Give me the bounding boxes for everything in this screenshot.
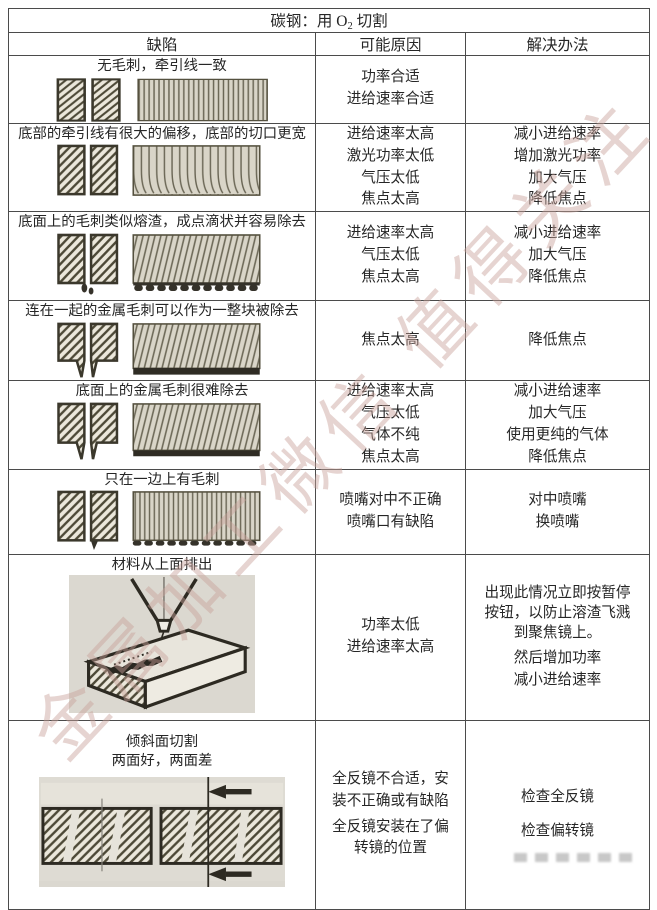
- table-row: 倾斜面切割 两面好，两面差 全反镜不合适: [8, 719, 650, 910]
- cause-line: 喷嘴口有缺陷: [346, 513, 435, 530]
- cause-cell: 功率合适 进给速率合适: [315, 55, 466, 124]
- cause-cell: 功率太低 进给速率太高: [315, 553, 466, 721]
- cause-cell: 全反镜不合适，安装不正确或有缺陷 全反镜安装在了偏转镜的位置: [315, 719, 466, 910]
- defect-cell: 底面上的金属毛刺很难除去: [8, 380, 316, 470]
- defect-cell: 只在一边上有毛刺: [8, 468, 316, 555]
- solution-line: 加大气压: [528, 404, 587, 421]
- table-title: 碳钢：用 O2 切割: [8, 8, 650, 33]
- cut-edge-figure-hard-burr: [57, 402, 261, 460]
- cause-cell: 进给速率太高 气压太低 焦点太高: [315, 211, 466, 302]
- cause-cell: 焦点太高: [315, 300, 466, 381]
- table-row: 碳钢：用 O2 切割: [8, 8, 650, 33]
- cause-line: 气体不纯: [361, 426, 420, 443]
- cut-edge-figure-slag-drops: [57, 233, 261, 295]
- cut-edge-figure-joined-burr: [57, 322, 261, 378]
- table-row: 底面上的毛刺类似熔渣，成点滴状并容易除去 进给速率太高 气压太低 焦点太高 减小…: [8, 211, 650, 302]
- solution-line: 减小进给速率: [513, 225, 602, 242]
- table-row: 底部的牵引线有很大的偏移，底部的切口更宽 进给速率太高 激光功率太低 气压太低 …: [8, 122, 650, 213]
- cut-edge-figure-no-burr: [56, 78, 268, 122]
- cut-edge-figure-one-side-burr: [57, 490, 261, 551]
- cause-line: 焦点太高: [361, 448, 420, 465]
- table-title-prefix: 碳钢：用 O: [270, 13, 348, 30]
- defect-cell: 无毛刺，牵引线一致: [8, 55, 316, 124]
- solution-line: 降低焦点: [528, 448, 587, 465]
- bevel-cut-figure: [39, 777, 285, 887]
- table-row: 只在一边上有毛刺 喷嘴对中不正确 喷嘴口有缺陷 对中喷嘴 换喷嘴: [8, 468, 650, 555]
- table-header-row: 缺陷 可能原因 解决办法: [8, 32, 650, 56]
- solution-line: 出现此情况立即按暂停按钮，以防止溶渣飞溅到聚焦镜上。: [484, 584, 631, 642]
- cause-line: 气压太低: [361, 404, 420, 421]
- solution-line: 降低焦点: [528, 331, 587, 348]
- solution-cell: 减小进给速率 加大气压 降低焦点: [465, 211, 650, 302]
- defect-caption: 两面好，两面差: [111, 753, 213, 770]
- header-defect: 缺陷: [8, 32, 316, 56]
- cutoff-artifact: [514, 853, 632, 862]
- cause-cell: 喷嘴对中不正确 喷嘴口有缺陷: [315, 468, 466, 555]
- defect-cell: 底面上的毛刺类似熔渣，成点滴状并容易除去: [8, 211, 316, 302]
- solution-line: 降低焦点: [528, 269, 587, 286]
- cause-line: 喷嘴对中不正确: [339, 491, 442, 508]
- solution-line: 换喷嘴: [535, 513, 580, 530]
- defect-cell: 材料从上面排出: [8, 553, 316, 721]
- solution-line: 减小进给速率: [513, 125, 602, 142]
- defect-cell: 连在一起的金属毛刺可以作为一整块被除去: [8, 300, 316, 381]
- defect-caption: 底面上的毛刺类似熔渣，成点滴状并容易除去: [18, 214, 306, 231]
- table-title-subscript: 2: [347, 21, 353, 32]
- solution-line: 使用更纯的气体: [506, 426, 609, 443]
- cause-line: 全反镜安装在了偏转镜的位置: [332, 818, 449, 857]
- cause-line: 功率合适: [361, 69, 420, 86]
- defect-cell: 倾斜面切割 两面好，两面差: [8, 719, 316, 910]
- solution-line: 减小进给速率: [513, 383, 602, 399]
- table-row: 材料从上面排出 功率太低 进给速率太高 出现此情况立即按暂停按钮，以防止溶渣飞溅…: [8, 553, 650, 721]
- cause-line: 进给速率太高: [346, 125, 435, 142]
- defect-caption: 连在一起的金属毛刺可以作为一整块被除去: [25, 303, 299, 320]
- defect-caption: 只在一边上有毛刺: [104, 471, 220, 488]
- solution-line: 增加激光功率: [513, 147, 602, 164]
- cause-line: 气压太低: [361, 169, 420, 186]
- solution-line: 对中喷嘴: [528, 491, 587, 508]
- cause-line: 全反镜不合适，安装不正确或有缺陷: [332, 770, 449, 809]
- defect-caption: 底部的牵引线有很大的偏移，底部的切口更宽: [18, 125, 306, 142]
- material-ejection-figure: [69, 575, 255, 714]
- solution-cell: 出现此情况立即按暂停按钮，以防止溶渣飞溅到聚焦镜上。 然后增加功率 减小进给速率: [465, 553, 650, 721]
- cause-cell: 进给速率太高 气压太低 气体不纯 焦点太高: [315, 380, 466, 470]
- defect-caption: 无毛刺，牵引线一致: [97, 58, 227, 74]
- solution-line: 降低焦点: [528, 191, 587, 208]
- cause-line: 激光功率太低: [346, 147, 435, 164]
- cause-line: 功率太低: [361, 617, 420, 634]
- solution-cell: 检查全反镜 检查偏转镜: [465, 719, 650, 910]
- solution-cell: 减小进给速率 增加激光功率 加大气压 降低焦点: [465, 122, 650, 213]
- header-solution: 解决办法: [465, 32, 650, 56]
- table-row: 连在一起的金属毛刺可以作为一整块被除去 焦点太高 降低焦点: [8, 300, 650, 381]
- defect-table: 碳钢：用 O2 切割 缺陷 可能原因 解决办法 无毛刺，牵引线一致 功率合适 进…: [8, 8, 650, 910]
- table-title-suffix: 切割: [352, 13, 388, 30]
- defect-cell: 底部的牵引线有很大的偏移，底部的切口更宽: [8, 122, 316, 213]
- cause-line: 进给速率太高: [346, 225, 435, 242]
- solution-cell: 减小进给速率 加大气压 使用更纯的气体 降低焦点: [465, 380, 650, 470]
- cause-line: 进给速率太高: [346, 383, 435, 399]
- cause-line: 气压太低: [361, 247, 420, 264]
- table-row: 底面上的金属毛刺很难除去 进给速率太高 气压太低 气体不纯 焦点太高 减小进给速…: [8, 380, 650, 470]
- defect-caption: 倾斜面切割: [126, 733, 198, 750]
- cause-cell: 进给速率太高 激光功率太低 气压太低 焦点太高: [315, 122, 466, 213]
- solution-line: 加大气压: [528, 247, 587, 264]
- cause-line: 进给速率太高: [346, 639, 435, 656]
- solution-cell: [465, 55, 650, 124]
- table-row: 无毛刺，牵引线一致 功率合适 进给速率合适: [8, 55, 650, 124]
- solution-line: 检查全反镜: [521, 788, 594, 805]
- solution-cell: 降低焦点: [465, 300, 650, 381]
- solution-line: 减小进给速率: [513, 671, 602, 688]
- solution-line: 加大气压: [528, 169, 587, 186]
- cut-edge-figure-drag-lines: [57, 145, 261, 197]
- cause-line: 焦点太高: [361, 191, 420, 208]
- solution-cell: 对中喷嘴 换喷嘴: [465, 468, 650, 555]
- defect-caption: 材料从上面排出: [111, 556, 213, 573]
- cause-line: 焦点太高: [361, 331, 420, 348]
- solution-line: 然后增加功率: [513, 649, 602, 666]
- header-cause: 可能原因: [315, 32, 466, 56]
- cause-line: 焦点太高: [361, 269, 420, 286]
- solution-line: 检查偏转镜: [521, 822, 594, 839]
- cause-line: 进给速率合适: [346, 91, 435, 108]
- defect-caption: 底面上的金属毛刺很难除去: [75, 383, 249, 399]
